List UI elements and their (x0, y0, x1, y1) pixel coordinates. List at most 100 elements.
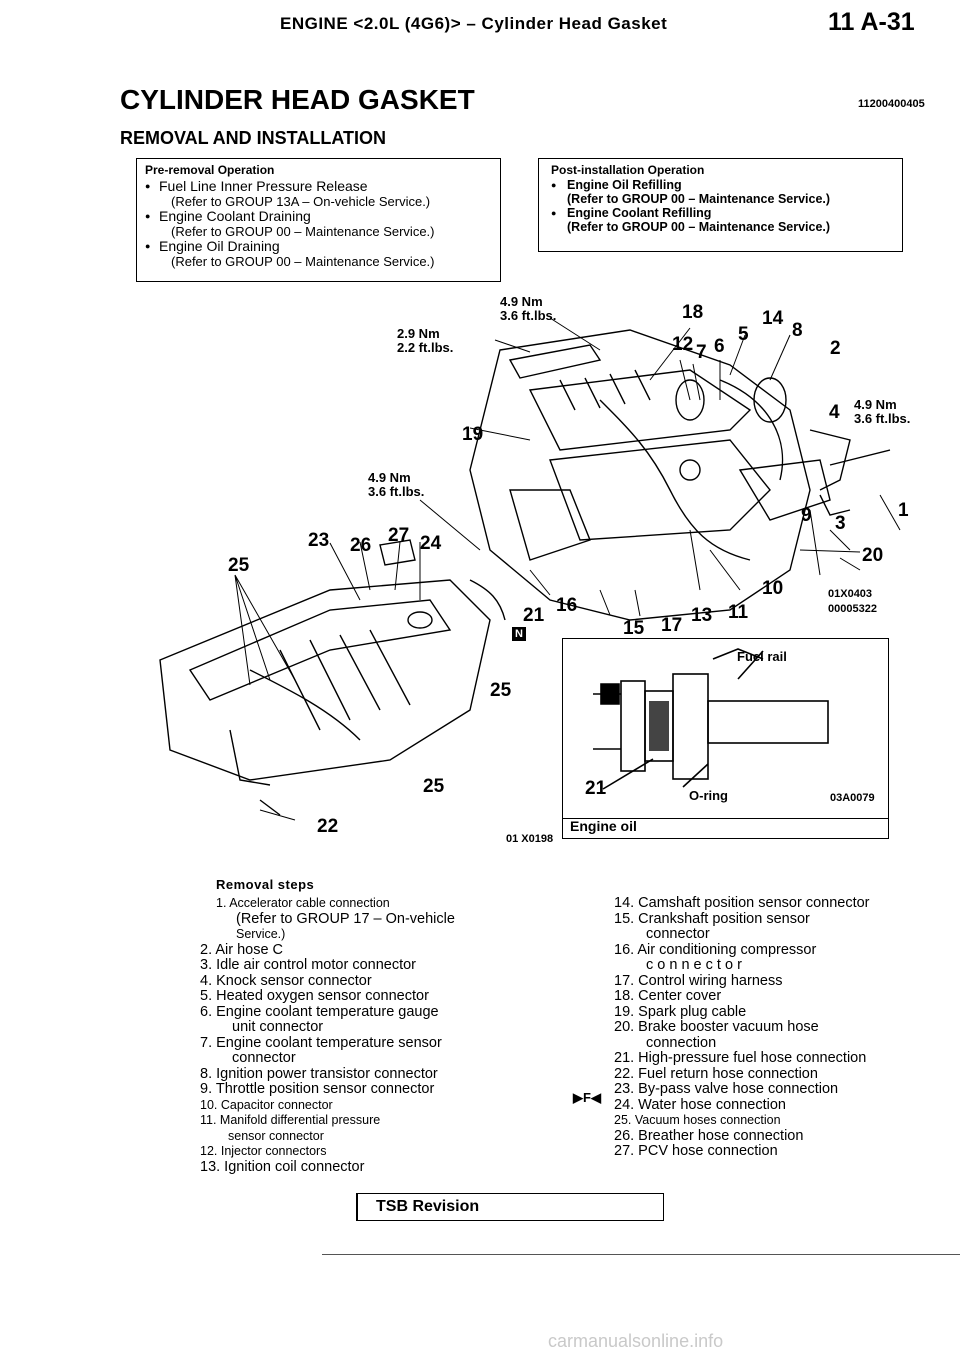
torque-value: 3.6 ft.lbs. (500, 308, 557, 323)
removal-steps-left-column: 1. Accelerator cable connection (Refer t… (200, 896, 500, 1175)
callout-16: 16 (556, 595, 578, 616)
removal-step: 20. Brake booster vacuum hose (614, 1019, 819, 1035)
removal-step: 22. Fuel return hose connection (614, 1065, 818, 1082)
callout-25: 25 (423, 776, 445, 797)
torque-value: 4.9 Nm (854, 397, 897, 412)
callout-25: 25 (490, 680, 512, 701)
detail-code: 03A0079 (830, 792, 875, 804)
torque-value: 4.9 Nm (368, 470, 411, 485)
callout-12: 12 (672, 334, 694, 355)
torque-label: 4.9 Nm 3.6 ft.lbs. (500, 295, 556, 323)
removal-step: 24. Water hose connection (614, 1096, 786, 1113)
page-number: 11 A-31 (828, 8, 915, 36)
callout-11: 11 (728, 602, 749, 623)
removal-step: c o n n e c t o r (646, 957, 742, 973)
page-header-title: ENGINE <2.0L (4G6)> – Cylinder Head Gask… (280, 14, 668, 33)
pre-removal-item: Engine Coolant Draining (145, 209, 492, 225)
callout-19: 19 (462, 424, 484, 445)
figure-code: 01 X0198 (506, 833, 554, 845)
removal-step: Service.) (236, 927, 286, 941)
removal-step: 1. Accelerator cable connection (216, 896, 390, 910)
callout-17: 17 (661, 615, 683, 636)
removal-step: 26. Breather hose connection (614, 1127, 804, 1144)
removal-step: 9. Throttle position sensor connector (200, 1081, 435, 1097)
callout-14: 14 (762, 308, 784, 329)
removal-step: 16. Air conditioning compressor (614, 941, 817, 958)
section-title: CYLINDER HEAD GASKET (120, 84, 475, 115)
removal-step: 6. Engine coolant temperature gauge (200, 1003, 439, 1020)
removal-step: unit connector (232, 1019, 324, 1035)
tsb-revision-label: TSB Revision (356, 1193, 664, 1221)
callout-2: 2 (830, 338, 841, 359)
torque-value: 2.2 ft.lbs. (397, 340, 454, 355)
removal-step: 23. By-pass valve hose connection (614, 1081, 839, 1097)
fuel-rail-label: Fuel rail (737, 649, 787, 664)
callout-21: 21 (523, 605, 545, 626)
post-installation-item: Engine Oil Refilling (551, 178, 890, 192)
torque-label: 2.9 Nm 2.2 ft.lbs. (397, 327, 453, 355)
removal-step: 2. Air hose C (200, 941, 284, 958)
removal-step: 27. PCV hose connection (614, 1143, 778, 1159)
torque-value: 4.9 Nm (500, 294, 543, 309)
removal-step: (Refer to GROUP 17 – On-vehicle (236, 910, 455, 927)
callout-1: 1 (898, 500, 909, 521)
removal-step: 15. Crankshaft position sensor (614, 910, 810, 927)
callout-3: 3 (835, 513, 846, 534)
post-installation-ref: (Refer to GROUP 00 – Maintenance Service… (567, 192, 831, 206)
removal-step: sensor connector (228, 1128, 324, 1143)
removal-step: 13. Ignition coil connector (200, 1158, 365, 1175)
detail-callout-21: 21 (585, 778, 607, 799)
callout-6: 6 (714, 336, 725, 357)
removal-step: 3. Idle air control motor connector (200, 957, 416, 973)
removal-step: connector (232, 1050, 296, 1066)
callout-7: 7 (696, 342, 707, 363)
engine-exploded-illustration (159, 317, 901, 821)
removal-step: 4. Knock sensor connector (200, 972, 372, 989)
callout-5: 5 (738, 324, 749, 345)
callout-27: 27 (388, 525, 410, 546)
pre-removal-heading: Pre-removal Operation (145, 163, 275, 177)
removal-step: 19. Spark plug cable (614, 1003, 747, 1020)
detail-caption: Engine oil (570, 818, 637, 834)
removal-steps-title: Removal steps (216, 877, 315, 892)
removal-step: 25. Vacuum hoses connection (614, 1113, 781, 1127)
callout-25: 25 (228, 555, 250, 576)
callout-13: 13 (691, 605, 713, 626)
torque-value: 3.6 ft.lbs. (854, 411, 911, 426)
o-ring-label: O-ring (689, 788, 728, 803)
pre-removal-item: Fuel Line Inner Pressure Release (145, 179, 492, 195)
subsection-title: REMOVAL AND INSTALLATION (120, 128, 386, 148)
fuel-rail-detail-box (562, 638, 889, 839)
pre-removal-ref: (Refer to GROUP 00 – Maintenance Service… (171, 224, 435, 239)
removal-step: 21. High-pressure fuel hose connection (614, 1050, 867, 1066)
post-installation-item: Engine Coolant Refilling (551, 206, 890, 220)
marker-n: N (512, 627, 526, 641)
pre-removal-ref: (Refer to GROUP 13A – On-vehicle Service… (171, 194, 431, 209)
removal-step: 14. Camshaft position sensor connector (614, 895, 870, 911)
callout-10: 10 (762, 578, 784, 599)
removal-step: 10. Capacitor connector (200, 1097, 333, 1112)
post-installation-heading: Post-installation Operation (551, 163, 705, 177)
removal-step: 18. Center cover (614, 988, 722, 1004)
post-installation-operation-box: Post-installation Operation Engine Oil R… (538, 158, 903, 252)
pre-removal-ref: (Refer to GROUP 00 – Maintenance Service… (171, 254, 435, 269)
torque-value: 2.9 Nm (397, 326, 440, 341)
pre-removal-item: Engine Oil Draining (145, 239, 492, 255)
torque-value: 3.6 ft.lbs. (368, 484, 425, 499)
detail-divider (562, 818, 889, 819)
callout-9: 9 (801, 505, 812, 526)
callout-26: 26 (350, 535, 372, 556)
removal-step: connector (646, 926, 710, 942)
removal-step: 5. Heated oxygen sensor connector (200, 988, 429, 1004)
figure-code: 00005322 (828, 603, 877, 615)
pre-removal-operation-box: Pre-removal Operation Fuel Line Inner Pr… (136, 158, 501, 282)
footer-divider (322, 1254, 960, 1255)
callout-8: 8 (792, 320, 803, 341)
figure-code: 01X0403 (828, 588, 873, 600)
callout-15: 15 (623, 618, 645, 639)
watermark: carmanualsonline.info (548, 1331, 724, 1351)
torque-label: 4.9 Nm 3.6 ft.lbs. (368, 471, 424, 499)
service-point-marker: ▶F◀ (573, 1090, 601, 1105)
document-code: 11200400405 (858, 98, 925, 110)
removal-step: connection (646, 1034, 717, 1051)
